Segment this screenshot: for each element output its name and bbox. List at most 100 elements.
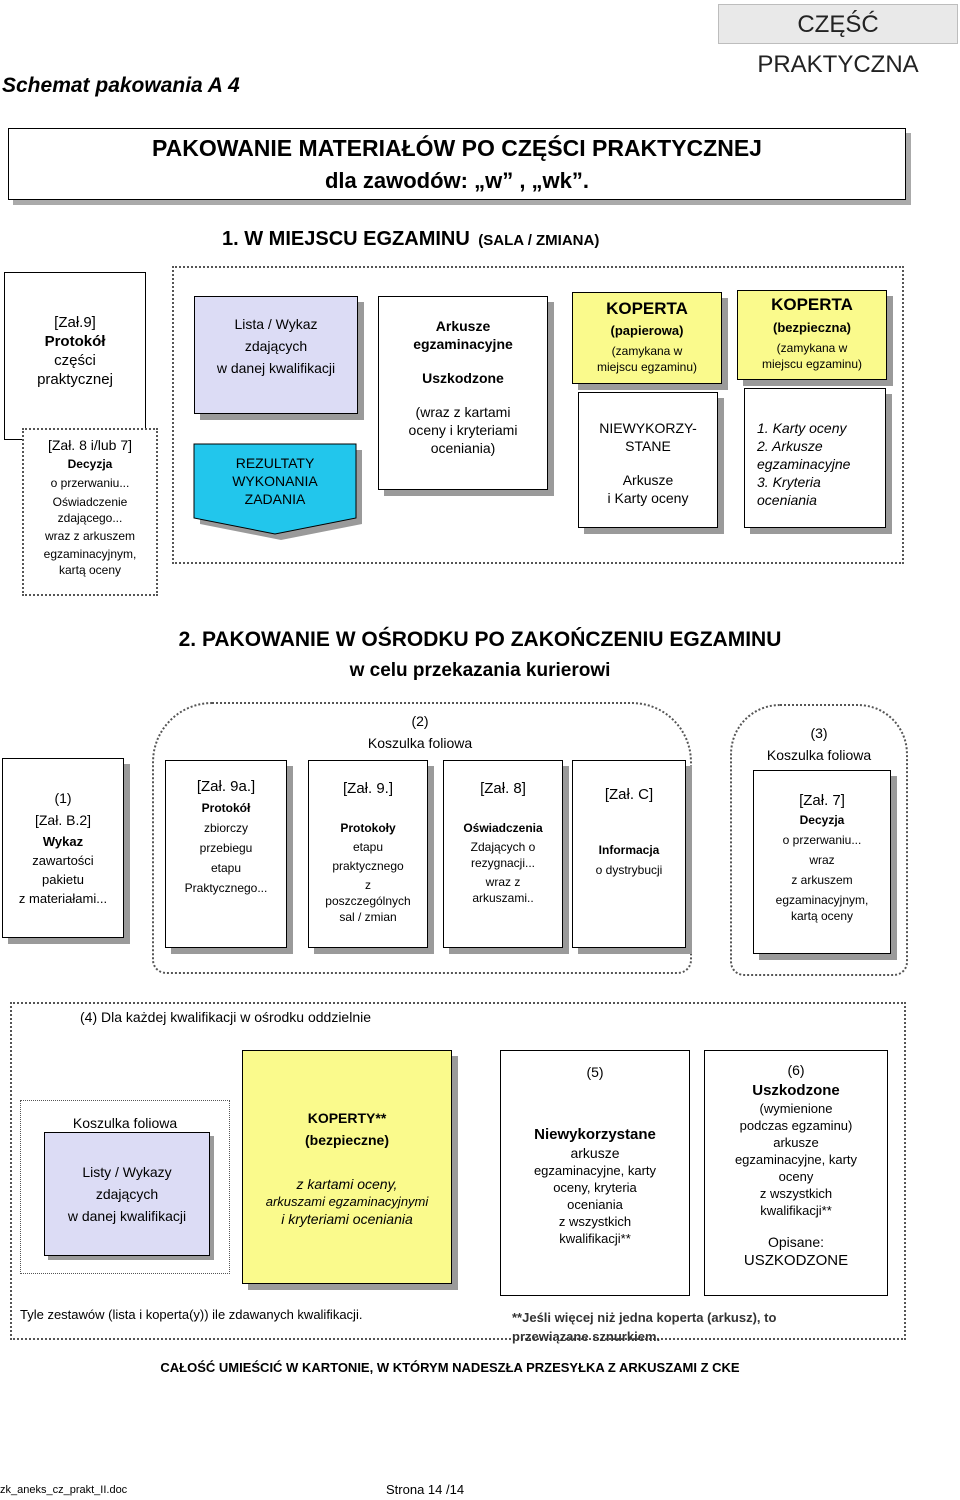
arkusze-line-4: (wraz z kartami: [415, 404, 511, 420]
zal7-line-4: wraz: [809, 853, 835, 867]
decyzja-line-5: zdającego...: [57, 511, 123, 525]
zal9a-line-3: zbiorczy: [203, 821, 248, 835]
niewyk-number: (5): [586, 1064, 604, 1080]
koperta-bez-body-2: 2. Arkusze: [757, 438, 823, 454]
zal9-line-6: poszczególnych: [325, 894, 411, 908]
koszulka-group-2-label: (2) Koszulka foliowa: [320, 712, 520, 752]
koperty-line-3: z kartami oceny,: [296, 1176, 398, 1192]
zal9a-line-6: Praktycznego...: [184, 881, 268, 895]
listy-line-3: w danej kwalifikacji: [67, 1208, 187, 1224]
section4-note-left: Tyle zestawów (lista i koperta(y)) ile z…: [20, 1307, 363, 1322]
section1-title: 1. W MIEJSCU EGZAMINU (SALA / ZMIANA): [222, 228, 742, 251]
zalc-line-3: o dystrybucji: [595, 863, 663, 877]
protokol-title: Protokół: [44, 333, 106, 350]
zal7-line-3: o przerwaniu...: [782, 833, 862, 847]
arkusze-line-2: egzaminacyjne: [413, 336, 513, 352]
rezultaty-line-3: ZADANIA: [244, 491, 306, 507]
zal7-line-5: z arkuszem: [791, 873, 853, 887]
koszulka-inner-label: Koszulka foliowa: [72, 1115, 178, 1131]
uszk-title: Uszkodzone: [752, 1082, 840, 1099]
section4-note-right-2: przewiązane sznurkiem.: [512, 1329, 661, 1344]
koperta-bez-line-3: (zamykana w: [776, 341, 848, 355]
zal8-title: Oświadczenia: [463, 821, 543, 835]
bottom-instruction: CAŁOŚĆ UMIEŚCIĆ W KARTONIE, W KTÓRYM NAD…: [160, 1360, 740, 1375]
koperty-title: KOPERTY**: [307, 1110, 387, 1126]
wykaz-ref: [Zał. B.2]: [34, 812, 92, 828]
niewyk-title: Niewykorzystane: [534, 1126, 656, 1143]
decyzja-title: Decyzja: [67, 457, 113, 471]
footer-filename: zk_aneks_cz_prakt_II.doc: [0, 1484, 128, 1496]
zal9-line-5: z: [365, 878, 371, 892]
uszkodzone-box: (6) Uszkodzone (wymienione podczas egzam…: [704, 1050, 888, 1296]
zal9a-box: [Zał. 9a.] Protokół zbiorczy przebiegu e…: [165, 760, 287, 948]
koperta-bez-line-4: miejscu egzaminu): [761, 357, 863, 371]
niewyk-line-4: egzaminacyjne, karty: [533, 1163, 657, 1178]
lista-line-2: zdających: [244, 338, 308, 354]
section4-title: (4) Dla każdej kwalifikacji w ośrodku od…: [80, 1009, 372, 1025]
koperta-bez-title: KOPERTA: [771, 295, 853, 314]
group3-number: (3): [810, 725, 828, 741]
koszulka-group-3-label: (3) Koszulka foliowa: [736, 724, 902, 764]
zal7-title: Decyzja: [799, 813, 845, 827]
group2-number: (2): [411, 713, 429, 729]
zal9-ref: [Zał. 9.]: [342, 780, 394, 797]
banner-line-2: dla zawodów: „w” , „wk”.: [324, 168, 590, 193]
koperta-pap-title: KOPERTA: [606, 299, 688, 318]
niewyk-line-6: oceniania: [567, 1197, 623, 1212]
group2-label: Koszulka foliowa: [367, 735, 473, 751]
zal9a-line-5: etapu: [210, 861, 242, 875]
footer-page: Strona 14 /14: [386, 1482, 465, 1497]
zalc-ref: [Zał. C]: [604, 786, 654, 803]
lista-line-3: w danej kwalifikacji: [216, 360, 336, 376]
koperta-pap-body-1: NIEWYKORZY-: [599, 420, 697, 436]
niewykorzystane-box: (5) Niewykorzystane arkusze egzaminacyjn…: [500, 1050, 690, 1296]
section1-subtitle: (SALA / ZMIANA): [478, 232, 600, 249]
koperta-pap-line-4: miejscu egzaminu): [596, 360, 698, 374]
uszk-line-6: egzaminacyjne, karty: [734, 1152, 858, 1167]
zal7-box: [Zał. 7] Decyzja o przerwaniu... wraz z …: [753, 770, 891, 954]
section2-title-block: 2. PAKOWANIE W OŚRODKU PO ZAKOŃCZENIU EG…: [40, 628, 920, 682]
koperta-pap-body-2: STANE: [625, 438, 671, 454]
section-label-tab: CZĘŚĆ PRAKTYCZNA: [718, 4, 958, 78]
zal9-box: [Zał. 9.] Protokoły etapu praktycznego z…: [308, 760, 428, 948]
protokol-box: [Zał.9] Protokół części praktycznej: [4, 272, 146, 440]
section4-note-right: **Jeśli więcej niż jedna koperta (arkusz…: [512, 1308, 776, 1346]
koperta-papierowa-body: NIEWYKORZY- STANE Arkusze i Karty oceny: [578, 392, 718, 528]
protokol-ref: [Zał.9]: [54, 314, 96, 331]
group3-label: Koszulka foliowa: [766, 747, 872, 763]
arkusze-box: Arkusze egzaminacyjne Uszkodzone (wraz z…: [378, 296, 548, 490]
section1-title-text: 1. W MIEJSCU EGZAMINU: [222, 228, 470, 250]
zal9a-ref: [Zał. 9a.]: [196, 778, 256, 795]
zal8-line-6: arkuszami..: [472, 891, 534, 905]
lista-box: Lista / Wykaz zdających w danej kwalifik…: [194, 296, 358, 414]
zal9a-line-4: przebiegu: [199, 841, 253, 855]
zal9-line-7: sal / zmian: [339, 910, 397, 924]
zal9-title: Protokoły: [340, 821, 396, 835]
koszulka-inner: [20, 1100, 230, 1274]
listy-line-2: zdających: [95, 1186, 159, 1202]
koperta-papierowa-header: KOPERTA (papierowa) (zamykana w miejscu …: [572, 292, 722, 384]
uszk-line-9: kwalifikacji**: [760, 1203, 832, 1218]
arkusze-line-3: Uszkodzone: [422, 370, 504, 386]
rezultaty-line-2: WYKONANIA: [232, 473, 318, 489]
koperty-line-4: arkuszami egzaminacyjnymi: [265, 1194, 429, 1209]
koperta-pap-type: (papierowa): [610, 323, 684, 338]
niewyk-line-5: oceny, kryteria: [553, 1180, 637, 1195]
decyzja-ref: [Zał. 8 i/lub 7]: [47, 437, 133, 453]
koperta-pap-body-4: i Karty oceny: [607, 490, 689, 506]
lista-line-1: Lista / Wykaz: [234, 316, 318, 332]
zal9-line-4: praktycznego: [332, 859, 404, 873]
arkusze-line-1: Arkusze: [435, 318, 491, 334]
koperta-bezpieczna-header: KOPERTA (bezpieczna) (zamykana w miejscu…: [737, 290, 887, 380]
uszk-line-3: (wymienione: [759, 1101, 833, 1116]
zal9-line-3: etapu: [352, 840, 384, 854]
uszk-number: (6): [787, 1062, 805, 1078]
listy-box: Listy / Wykazy zdających w danej kwalifi…: [44, 1132, 210, 1256]
zal9a-title: Protokół: [201, 801, 251, 815]
zalc-title: Informacja: [598, 843, 660, 857]
uszk-line-5: arkusze: [773, 1135, 819, 1150]
uszk-line-11: USZKODZONE: [743, 1252, 849, 1269]
koperta-pap-line-3: (zamykana w: [611, 344, 683, 358]
wykaz-line-4: zawartości: [32, 853, 94, 868]
listy-line-1: Listy / Wykazy: [82, 1164, 172, 1180]
